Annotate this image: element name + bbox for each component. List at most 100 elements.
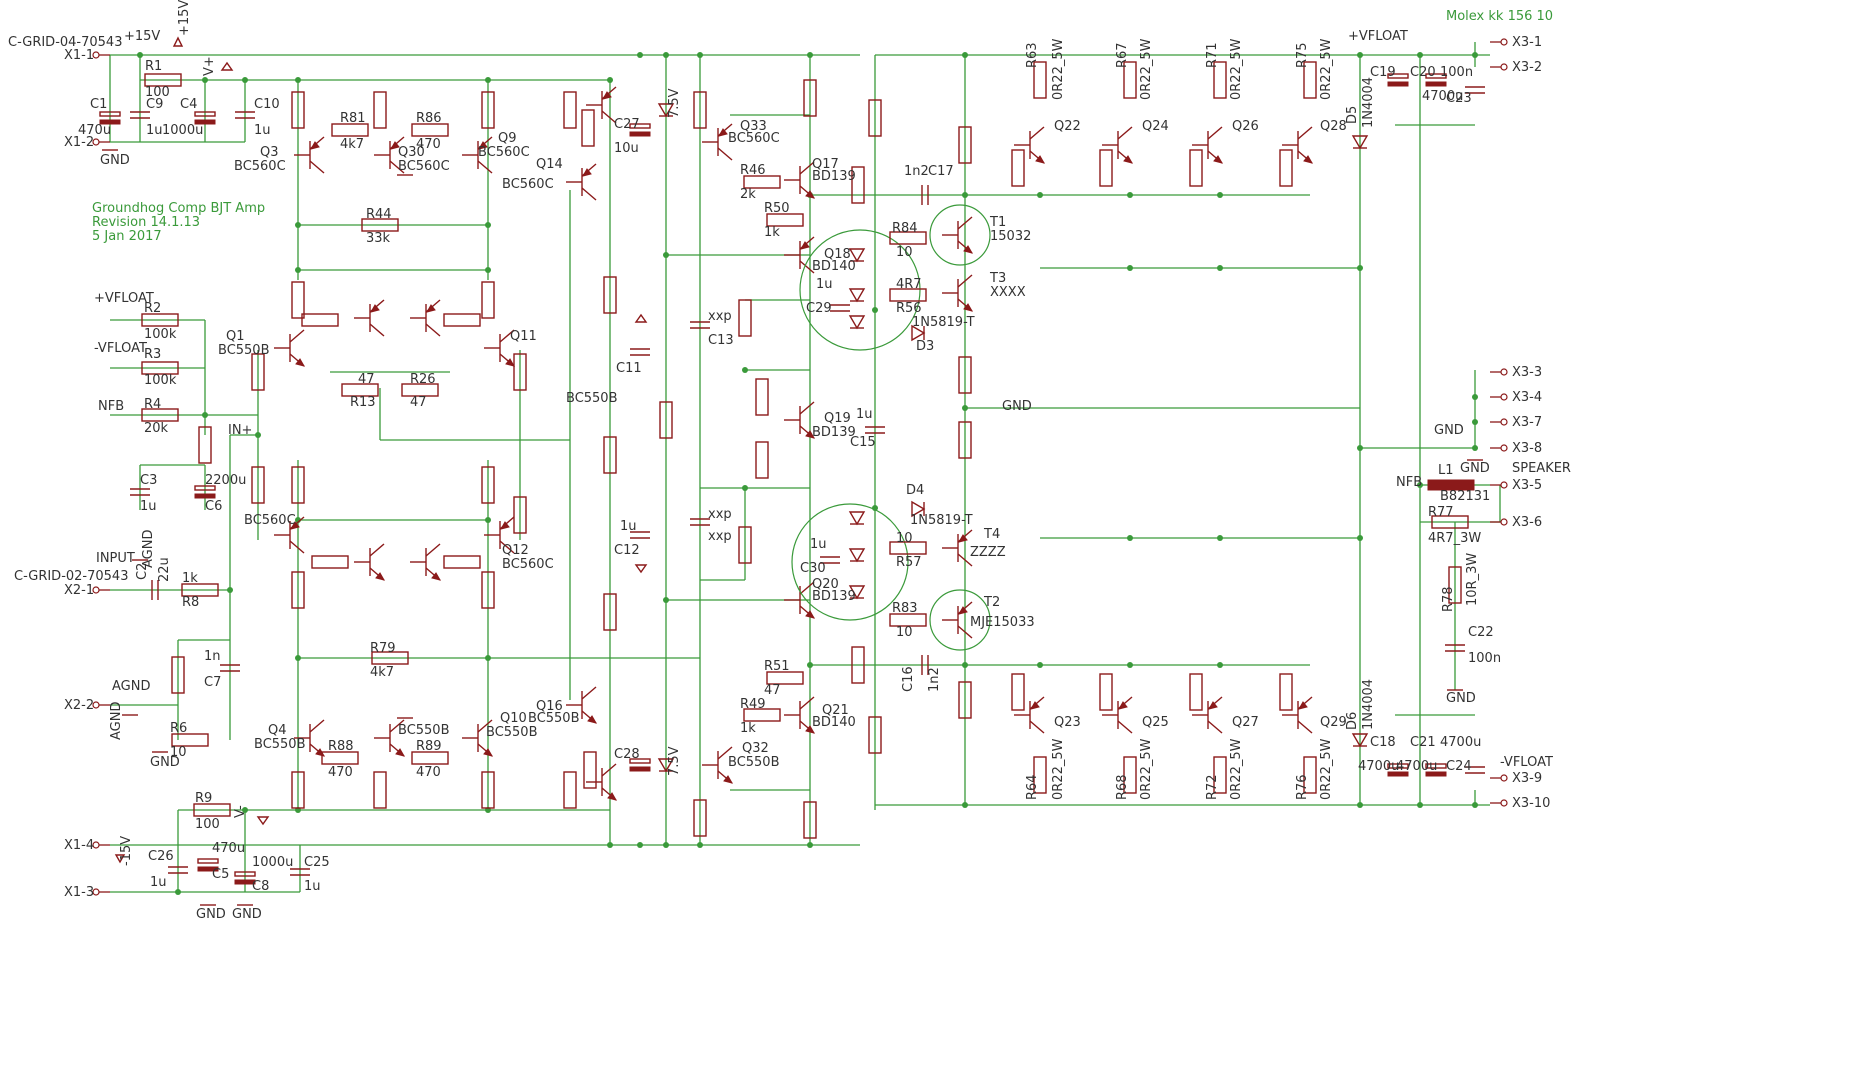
pin-x3-1: X3-1 [1512, 35, 1542, 50]
label-q1: Q1 [226, 329, 245, 344]
label-r2-value: 100k [144, 327, 177, 342]
label-c29-value: 1u [816, 277, 833, 292]
label-c5-value: 470u [212, 841, 245, 856]
label-t2: T2 [983, 595, 1000, 610]
label-r56: R57 [896, 555, 922, 570]
label-t4: T4 [983, 527, 1000, 542]
label-q12: Q12 [502, 543, 529, 558]
label-r9-value: 100 [195, 817, 220, 832]
label-c27-value: 10u [614, 141, 639, 156]
label-r89-value: 470 [416, 765, 441, 780]
label-r68: R68 [1115, 774, 1130, 800]
label-c3-value: 1u [140, 499, 157, 514]
label-q20: Q20 [812, 577, 839, 592]
pin-x3-10: X3-10 [1512, 796, 1550, 811]
label-speaker: SPEAKER [1512, 461, 1571, 476]
label-r8-value: 1k [182, 571, 198, 586]
label-q24: Q24 [1142, 119, 1169, 134]
label-agnd: AGND [112, 679, 150, 694]
label-r45-value: 2k [740, 187, 756, 202]
pin-x2-2: X2-2 [64, 698, 94, 713]
label-r89: R89 [416, 739, 442, 754]
label-q29: Q29 [1320, 715, 1347, 730]
label-q4-type: BC550B [254, 737, 306, 752]
label-r80: R81 [340, 111, 366, 126]
pin-x3-6: X3-6 [1512, 515, 1542, 530]
label-r6: R6 [170, 721, 187, 736]
label-d5: D5 [1345, 106, 1360, 124]
label-q4: Q4 [268, 723, 287, 738]
label-c11: C11 [616, 361, 642, 376]
label-r86-value: 470 [416, 137, 441, 152]
pin-x3-8: X3-8 [1512, 441, 1542, 456]
pin-x3-3: X3-3 [1512, 365, 1542, 380]
label-agnd-vertical: AGND [109, 702, 124, 740]
label-r67: R67 [1115, 42, 1130, 68]
label-c5: C5 [212, 867, 229, 882]
label-r26-value: 47 [410, 395, 427, 410]
label-c26: C26 [148, 849, 174, 864]
label-t1: T1 [989, 215, 1006, 230]
label-r50-value: 47 [764, 683, 781, 698]
pin-x3-5: X3-5 [1512, 478, 1542, 493]
label-gnd-r6: GND [150, 755, 180, 770]
label-c24: C24 [1446, 759, 1472, 774]
label-c12: C12 [614, 543, 640, 558]
label-q30: Q30 [398, 145, 425, 160]
label-c17-value: 1n2 [904, 164, 929, 179]
label-c19-value: 4700u [1422, 89, 1463, 104]
label-d3-type: 1N5819-T [912, 315, 975, 330]
label-gnd-x3b: GND [1460, 461, 1490, 476]
label-r45: R46 [740, 163, 766, 178]
label-q9: Q9 [498, 131, 517, 146]
label-vfloat-plus-in: +VFLOAT [94, 291, 154, 306]
label-c23: C23 [1446, 91, 1472, 106]
label-c16: C16 [901, 666, 916, 692]
label-r64: R64 [1025, 774, 1040, 800]
label-l1-type: B82131 [1440, 489, 1490, 504]
label-r78: R78 [1441, 586, 1456, 612]
label-q9-type: BC560C [478, 145, 530, 160]
connector-x2-label: C-GRID-02-70543 [14, 569, 128, 584]
label-q10-type: BC550B [486, 725, 538, 740]
pin-x1-2: X1-2 [64, 135, 94, 150]
label-c18: C18 [1370, 735, 1396, 750]
label-q33: Q33 [740, 119, 767, 134]
label-q11: Q11 [510, 329, 537, 344]
label-bc550b-vas: BC550B [566, 391, 618, 406]
label-d12-type: 7.5V [667, 746, 682, 776]
label-c20: C20 [1410, 65, 1436, 80]
label-r84: R84 [892, 221, 918, 236]
label-t1-type: 15032 [990, 229, 1031, 244]
label-nfb: NFB [98, 399, 124, 414]
label-q17-type: BD139 [812, 169, 856, 184]
label-c25: C25 [304, 855, 330, 870]
label-r83: R83 [892, 601, 918, 616]
label-c28: C28 [614, 747, 640, 762]
label-c4: C4 [180, 97, 197, 112]
label-q32: Q32 [742, 741, 769, 756]
label-q32-type: BC550B [728, 755, 780, 770]
label-q2-type: BC560C [244, 513, 296, 528]
label-r14-value: 47 [358, 372, 375, 387]
label-c27: C27 [614, 117, 640, 132]
label-d6: D6 [1345, 712, 1360, 730]
label-r14: R13 [350, 395, 376, 410]
label-r55-value: 4R7 [896, 277, 922, 292]
pin-x3-4: X3-4 [1512, 390, 1542, 405]
label-r6-value: 10 [170, 745, 187, 760]
label-c1: C1 [90, 97, 107, 112]
label-d3: D3 [916, 339, 934, 354]
label-r79: R79 [370, 641, 396, 656]
label-q14: Q14 [536, 157, 563, 172]
label-r88: R88 [328, 739, 354, 754]
label-r75-value: 0R22_5W [1319, 38, 1334, 100]
label-c14-value: xxp [708, 507, 732, 522]
label-c7: C7 [204, 675, 221, 690]
label-r8: R8 [182, 595, 199, 610]
label-q19: Q19 [824, 411, 851, 426]
label-c25-value: 1u [304, 879, 321, 894]
connector-x1-label: C-GRID-04-70543 [8, 35, 122, 50]
label-r72: R72 [1205, 774, 1220, 800]
